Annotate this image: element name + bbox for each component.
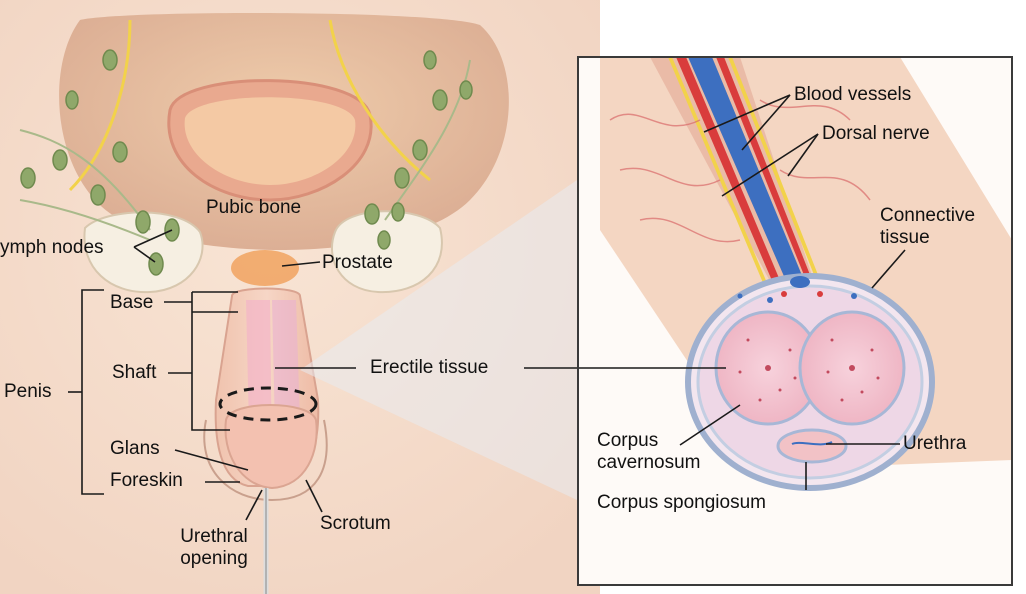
label-foreskin: Foreskin [110, 470, 183, 491]
label-corpus-cavernosum-line2: cavernosum [597, 452, 701, 473]
label-glans: Glans [110, 438, 160, 459]
label-connective-tissue: Connective tissue [880, 205, 975, 249]
label-urethral-opening-line1: Urethral [180, 526, 248, 547]
label-base: Base [110, 292, 154, 313]
label-urethral-opening: Urethral opening [164, 526, 264, 570]
label-corpus-cavernosum-line1: Corpus [597, 430, 659, 451]
label-pubic-bone: Pubic bone [206, 197, 302, 218]
label-blood-vessels: Blood vessels [794, 84, 912, 105]
leader-lines [68, 94, 906, 521]
label-urethral-opening-line2: opening [180, 548, 248, 569]
pelvis-illustration [0, 0, 600, 594]
label-dorsal-nerve: Dorsal nerve [822, 123, 930, 144]
label-connective-tissue-line2: tissue [880, 227, 930, 248]
label-shaft: Shaft [112, 362, 157, 383]
label-prostate: Prostate [322, 252, 393, 273]
label-corpus-spongiosum: Corpus spongiosum [597, 492, 766, 513]
label-lymph-nodes: ymph nodes [0, 237, 104, 258]
label-penis: Penis [4, 381, 52, 402]
label-scrotum: Scrotum [320, 513, 391, 534]
magnifier-cone [300, 180, 577, 500]
cross-section-frame [577, 56, 1013, 586]
label-urethra: Urethra [903, 433, 967, 454]
label-erectile-tissue: Erectile tissue [370, 357, 489, 378]
cross-section-illustration [578, 57, 1012, 585]
label-corpus-cavernosum: Corpus cavernosum [597, 430, 701, 474]
label-connective-tissue-line1: Connective [880, 205, 976, 226]
